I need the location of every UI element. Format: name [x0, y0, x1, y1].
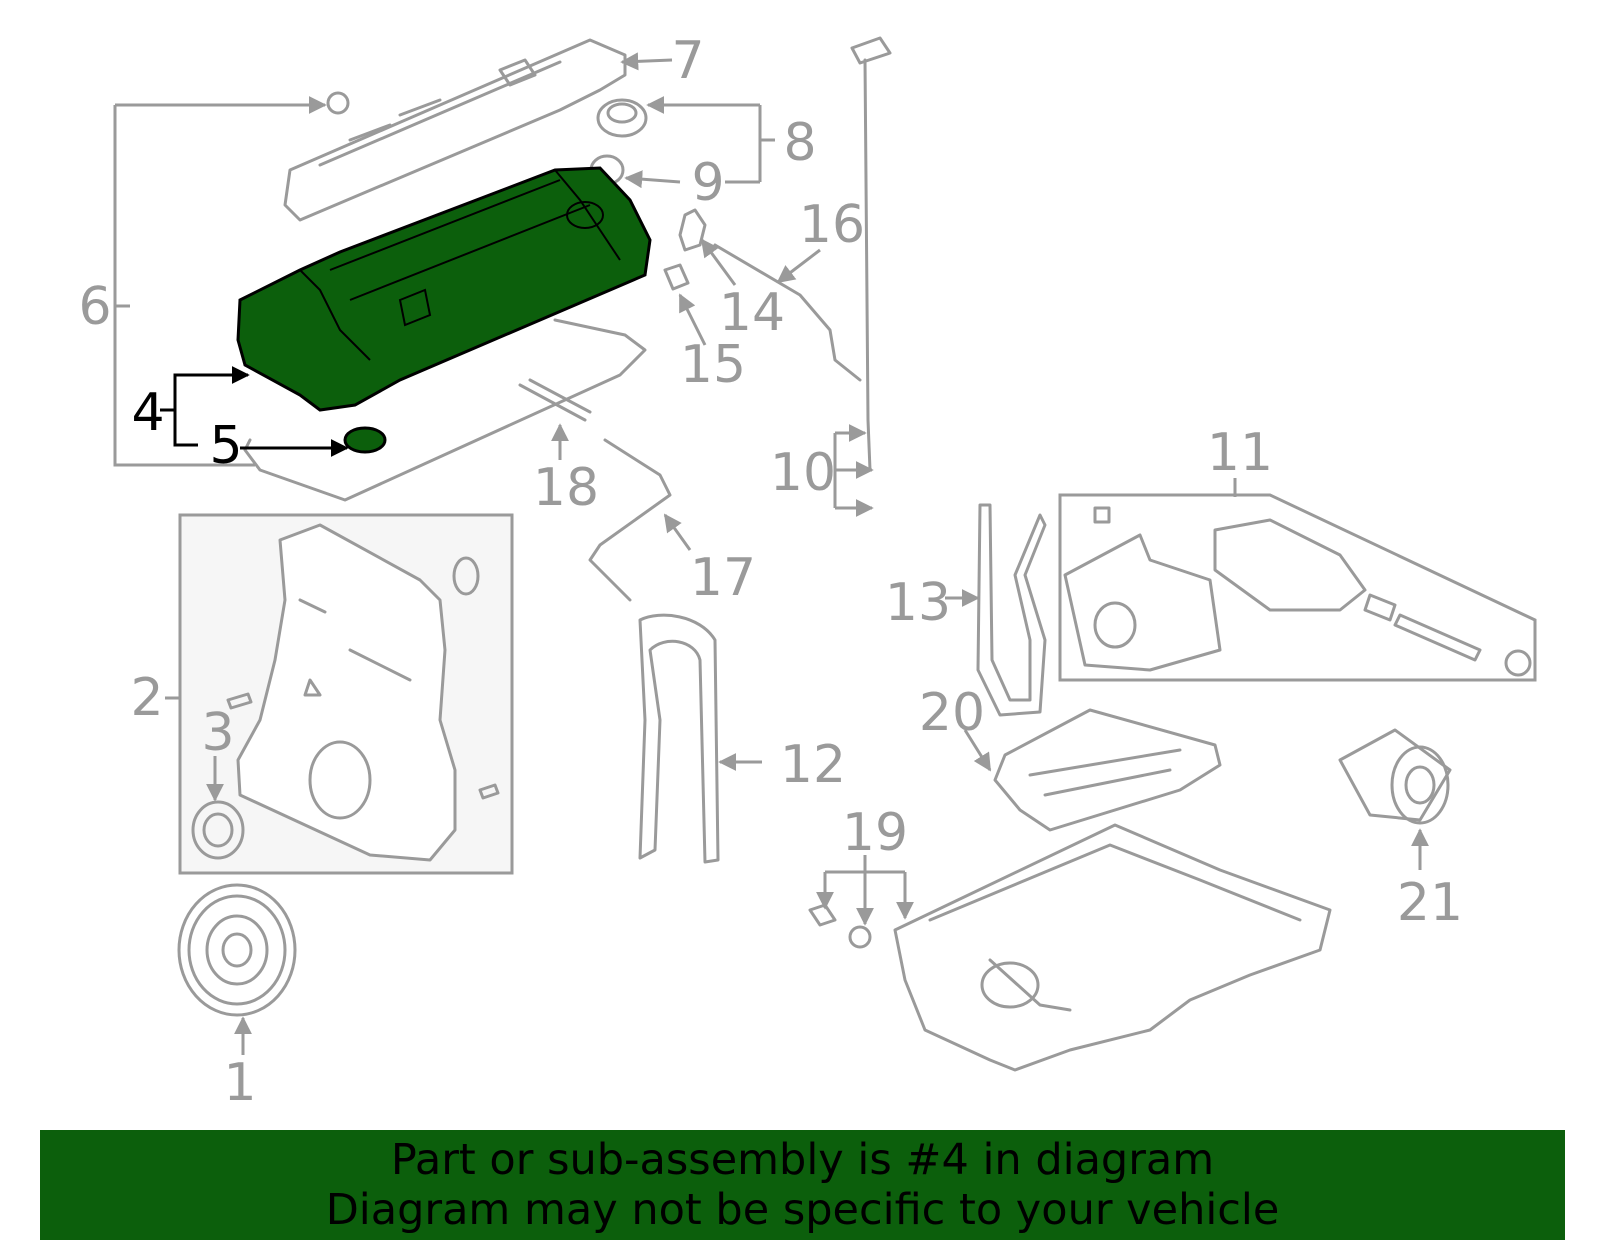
oil-pan-part — [893, 823, 1332, 1072]
info-banner: Part or sub-assembly is #4 in diagram Di… — [40, 1130, 1565, 1240]
banner-line-2: Diagram may not be specific to your vehi… — [325, 1185, 1280, 1235]
dowel-pins-part — [226, 692, 500, 800]
callout-15-leader — [678, 293, 707, 346]
callout-4-bracket — [160, 408, 198, 447]
callout-20-leader — [963, 729, 992, 772]
callout-20: 20 — [919, 683, 985, 743]
callout-14-leader — [700, 238, 737, 286]
callout-18: 18 — [533, 458, 599, 518]
callout-7: 7 — [671, 31, 704, 91]
callout-21: 21 — [1397, 873, 1463, 933]
callout-5: 5 — [209, 416, 242, 476]
engine-cover-part — [283, 38, 627, 222]
callout-17: 17 — [690, 548, 756, 608]
callout-13: 13 — [885, 573, 951, 633]
callout-7-leader — [620, 52, 673, 71]
callout-16: 16 — [799, 195, 865, 255]
banner-line-1: Part or sub-assembly is #4 in diagram — [390, 1135, 1215, 1185]
callout-1: 1 — [223, 1053, 256, 1113]
front-oil-seal-part — [191, 800, 245, 860]
callout-12: 12 — [780, 735, 846, 795]
callout-3: 3 — [201, 703, 234, 763]
callout-8-leader — [648, 105, 762, 182]
breather-hose-part — [713, 243, 862, 382]
pcv-valve-part — [678, 208, 707, 252]
oil-filter-part — [1338, 728, 1452, 825]
valve-cover-seal-part — [343, 426, 387, 454]
callout-15: 15 — [680, 335, 746, 395]
callout-19: 19 — [842, 803, 908, 863]
callout-17-leader — [663, 513, 692, 551]
grommet-part — [663, 263, 690, 291]
pipe-part — [518, 378, 592, 422]
callout-4: 4 — [131, 383, 164, 443]
timing-chain-part — [638, 613, 720, 864]
plug-part — [326, 91, 350, 115]
callout-6-leader — [113, 105, 255, 467]
crank-pulley-part — [177, 883, 297, 1017]
callout-10: 10 — [770, 443, 836, 503]
callout-9-leader — [624, 170, 681, 189]
oil-pump-part — [1063, 506, 1532, 677]
timing-chain-case-part — [236, 523, 480, 862]
chain-guide-part — [976, 503, 1047, 717]
callout-11: 11 — [1207, 423, 1273, 483]
hose-part — [588, 438, 672, 602]
callout-2: 2 — [130, 668, 163, 728]
callout-4-leader — [173, 366, 250, 410]
callout-14: 14 — [719, 283, 785, 343]
oil-pump-box — [1058, 493, 1537, 682]
callout-16-leader — [776, 248, 821, 284]
valve-cover-part — [236, 166, 652, 412]
baffle-plate-part — [993, 708, 1222, 832]
callout-9: 9 — [691, 153, 724, 213]
callout-6: 6 — [78, 277, 111, 337]
callout-8: 8 — [783, 113, 816, 173]
oil-filler-cap-part — [596, 98, 648, 138]
drain-bolt-part — [808, 903, 872, 949]
